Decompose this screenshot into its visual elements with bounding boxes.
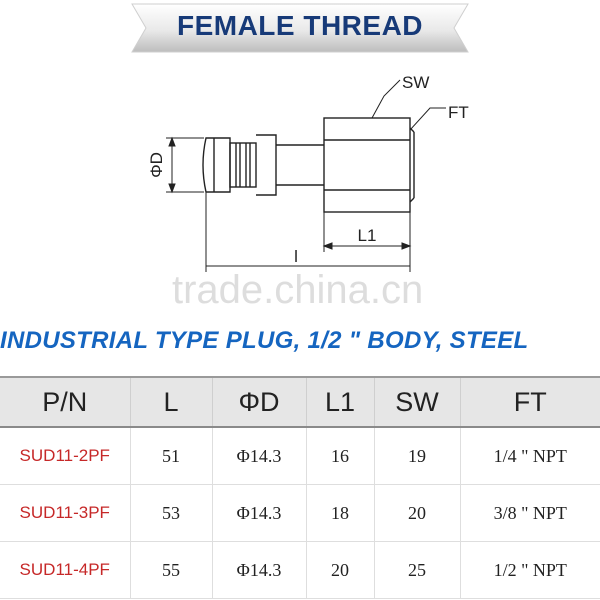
cell-sw: 20 [373, 484, 461, 542]
header-pn: P/N [0, 376, 131, 428]
title-banner: FEMALE THREAD [112, 0, 488, 56]
cell-part-number: SUD11-2PF [0, 426, 131, 485]
plug-shank-outline [256, 134, 277, 196]
plug-body-outline [276, 144, 324, 186]
banner-ribbon-shape [131, 3, 469, 53]
ft-leader-line [409, 107, 446, 131]
cell-diameter: Φ14.3 [211, 541, 307, 599]
plug-nose-outline [202, 137, 231, 193]
cell-diameter: Φ14.3 [211, 484, 307, 542]
l-label: l [294, 247, 298, 266]
sw-label: SW [402, 73, 429, 92]
cell-ft: 3/8 " NPT [459, 484, 600, 542]
cell-l1: 18 [305, 484, 375, 542]
cell-sw: 19 [373, 426, 461, 485]
table-header-row: P/N L ΦD L1 SW FT [0, 376, 600, 428]
table-row: SUD11-4PF 55 Φ14.3 20 25 1/2 " NPT [0, 541, 600, 599]
cell-l1: 20 [305, 541, 375, 599]
cell-l1: 16 [305, 426, 375, 485]
diameter-label: ΦD [147, 152, 166, 178]
section-title: INDUSTRIAL TYPE PLUG, 1/2 " BODY, STEEL [0, 327, 529, 354]
header-l1: L1 [305, 376, 375, 428]
plug-groove-outline [229, 142, 257, 188]
cell-diameter: Φ14.3 [211, 426, 307, 485]
header-l: L [129, 376, 213, 428]
cell-l: 53 [129, 484, 213, 542]
watermark-text: trade.china.cn [172, 268, 424, 312]
cell-l: 51 [129, 426, 213, 485]
cell-ft: 1/4 " NPT [459, 426, 600, 485]
header-diameter: ΦD [211, 376, 307, 428]
hex-body-outline [323, 117, 411, 213]
table-row: SUD11-3PF 53 Φ14.3 18 20 3/8 " NPT [0, 484, 600, 542]
header-ft: FT [459, 376, 600, 428]
cell-part-number: SUD11-4PF [0, 541, 131, 599]
cell-sw: 25 [373, 541, 461, 599]
table-row: SUD11-2PF 51 Φ14.3 16 19 1/4 " NPT [0, 426, 600, 485]
spec-table: P/N L ΦD L1 SW FT SUD11-2PF 51 Φ14.3 16 … [0, 376, 600, 599]
header-sw: SW [373, 376, 461, 428]
sw-leader-line [371, 79, 401, 119]
cell-part-number: SUD11-3PF [0, 484, 131, 542]
technical-drawing: SW FT ΦD L1 l [147, 73, 469, 272]
ft-label: FT [448, 103, 469, 122]
banner-title: FEMALE THREAD [176, 10, 424, 41]
l1-label: L1 [358, 226, 377, 245]
cell-l: 55 [129, 541, 213, 599]
cell-ft: 1/2 " NPT [459, 541, 600, 599]
